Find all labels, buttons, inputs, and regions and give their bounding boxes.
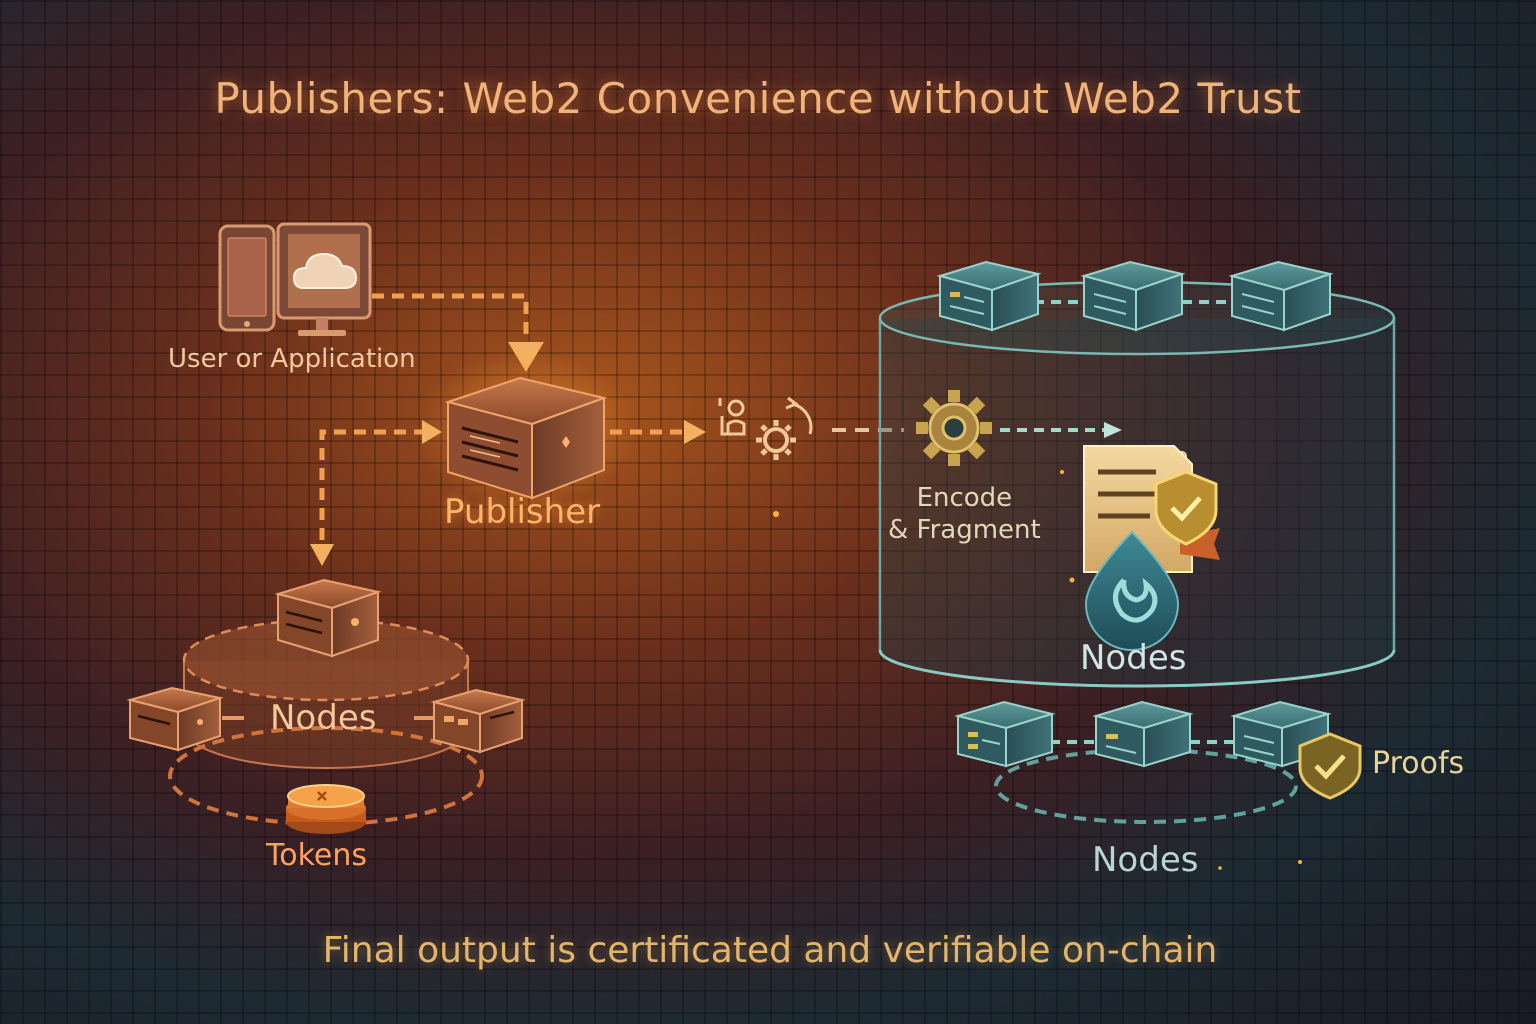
node-box-left-a	[126, 686, 224, 752]
spark-particles	[773, 470, 1302, 870]
nodes-top-row	[936, 260, 1334, 332]
footer-caption: Final output is certificated and verifia…	[322, 930, 1218, 971]
node-box-bottom-2	[1092, 700, 1194, 768]
node-box-bottom-1	[954, 700, 1056, 768]
shield-check-icon	[1298, 732, 1362, 800]
page-title: Publishers: Web2 Convenience without Web…	[214, 74, 1302, 123]
connector-nodes-to-publisher	[319, 429, 424, 540]
nodes-left-cluster	[126, 578, 526, 826]
label-tokens: Tokens	[266, 838, 367, 873]
arrowhead-to-publisher	[422, 420, 442, 444]
gear-icon	[916, 390, 992, 466]
label-nodes-cylinder: Nodes	[1080, 638, 1187, 678]
label-encode-line2: & Fragment	[888, 515, 1041, 545]
arrowhead-encode-to-document	[1104, 422, 1122, 438]
label-nodes-left: Nodes	[270, 698, 377, 738]
phone-monitor-cloud-icon	[218, 222, 372, 336]
label-nodes-right: Nodes	[1092, 840, 1199, 880]
connector-user-to-publisher	[372, 293, 529, 350]
coin-stack-icon	[286, 784, 366, 834]
label-encode-fragment: Encode & Fragment	[888, 482, 1041, 546]
certified-document-icon	[1083, 445, 1220, 573]
shield-check-icon-document	[1154, 470, 1218, 546]
water-drop-icon	[1084, 530, 1180, 651]
node-box-left-top	[274, 578, 382, 658]
node-box-top-2	[1080, 260, 1186, 332]
label-proofs: Proofs	[1372, 746, 1465, 781]
label-encode-line1: Encode	[916, 483, 1013, 513]
nodes-bottom-row	[954, 700, 1332, 824]
label-publisher: Publisher	[444, 492, 601, 532]
workflow-gear-icon	[718, 396, 813, 460]
node-box-top-3	[1228, 260, 1334, 332]
node-box-left-b	[430, 688, 526, 754]
server-box-icon	[415, 350, 635, 510]
arrowhead-to-nodes	[310, 544, 334, 566]
label-user-application: User or Application	[168, 344, 416, 374]
arrowhead-publisher-to-workflow	[684, 420, 706, 444]
node-box-top-1	[936, 260, 1042, 332]
